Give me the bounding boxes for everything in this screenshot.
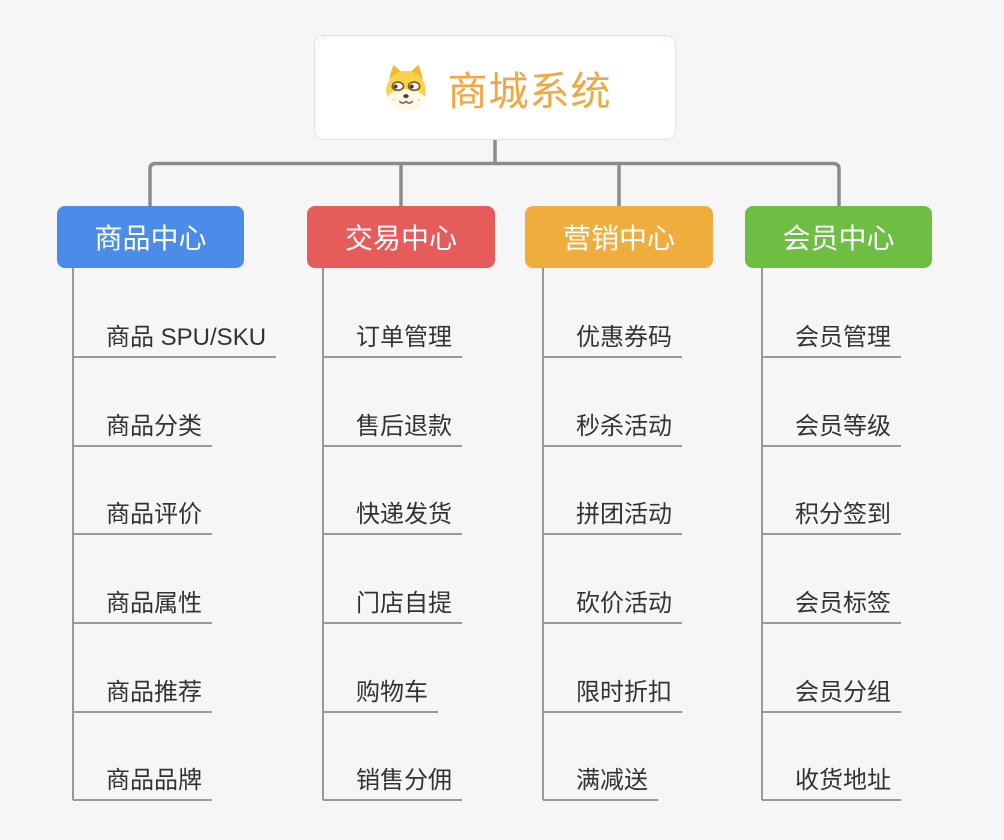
leaf-node[interactable]: 砍价活动: [543, 588, 682, 624]
leaf-node[interactable]: 满减送: [543, 765, 658, 801]
leaf-node[interactable]: 销售分佣: [323, 765, 462, 801]
dog-icon: [385, 64, 426, 110]
branch-header-member[interactable]: 会员中心: [745, 206, 932, 268]
leaf-node[interactable]: 商品推荐: [73, 677, 212, 713]
leaf-node[interactable]: 门店自提: [323, 588, 462, 624]
root-node[interactable]: 商城系统: [314, 35, 676, 140]
leaf-node[interactable]: 收货地址: [762, 765, 901, 801]
leaf-node[interactable]: 会员分组: [762, 677, 901, 713]
leaf-node[interactable]: 商品属性: [73, 588, 212, 624]
leaf-node[interactable]: 会员标签: [762, 588, 901, 624]
branch-header-trade[interactable]: 交易中心: [307, 206, 495, 268]
branch-header-marketing[interactable]: 营销中心: [525, 206, 713, 268]
leaf-node[interactable]: 售后退款: [323, 411, 462, 447]
leaf-node[interactable]: 商品 SPU/SKU: [73, 322, 277, 358]
leaf-node[interactable]: 优惠券码: [543, 322, 682, 358]
root-title: 商城系统: [447, 69, 612, 114]
leaf-node[interactable]: 会员管理: [762, 322, 901, 358]
leaf-node[interactable]: 商品分类: [73, 411, 212, 447]
leaf-node[interactable]: 秒杀活动: [543, 411, 682, 447]
leaf-node[interactable]: 商品评价: [73, 499, 212, 535]
branch-header-product[interactable]: 商品中心: [57, 206, 244, 268]
leaf-node[interactable]: 限时折扣: [543, 677, 682, 713]
leaf-node[interactable]: 拼团活动: [543, 499, 682, 535]
leaf-node[interactable]: 会员等级: [762, 411, 901, 447]
leaf-node[interactable]: 商品品牌: [73, 765, 212, 801]
leaf-node[interactable]: 积分签到: [762, 499, 901, 535]
leaf-node[interactable]: 订单管理: [323, 322, 462, 358]
leaf-node[interactable]: 购物车: [323, 677, 438, 713]
leaf-node[interactable]: 快递发货: [323, 499, 462, 535]
